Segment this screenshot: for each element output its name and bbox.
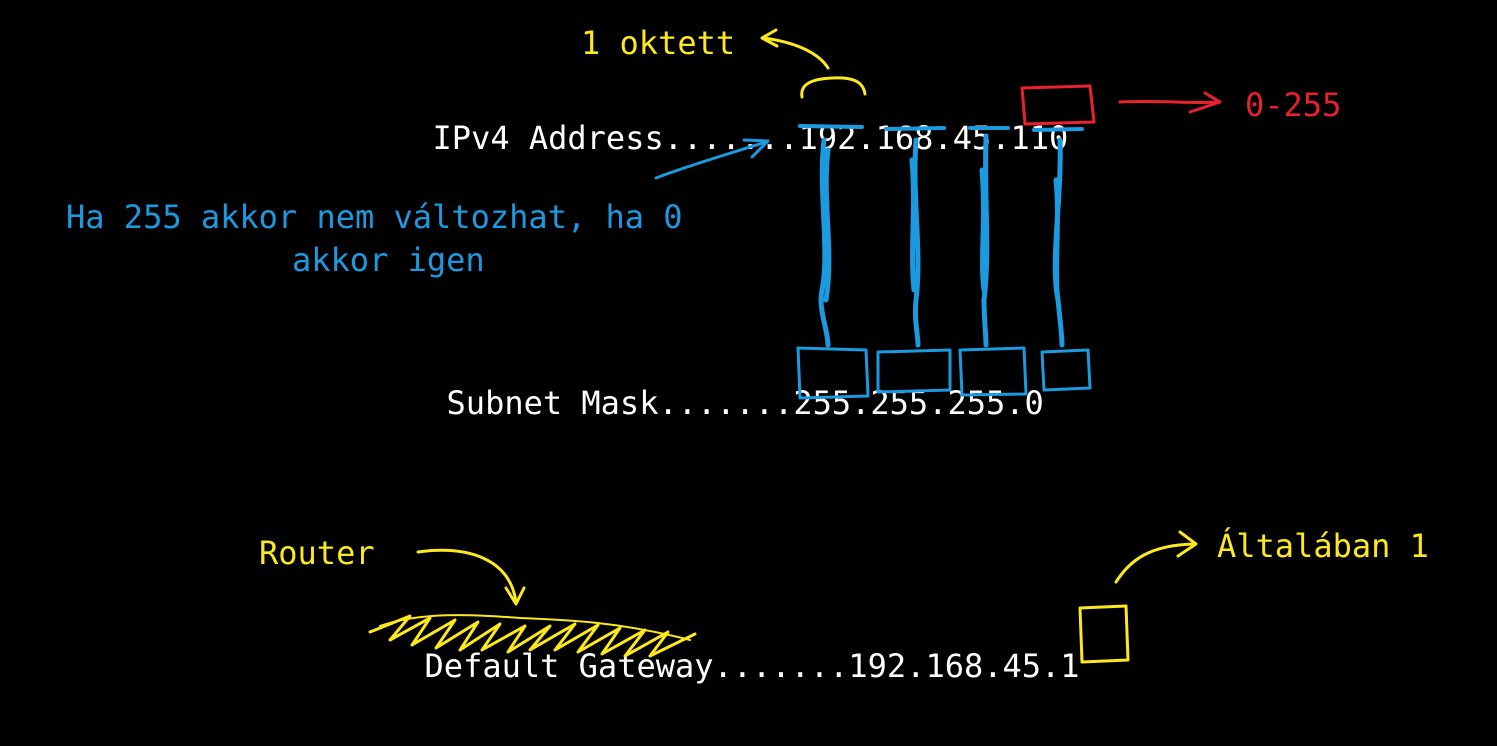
subnet-octet-4-box	[1040, 348, 1092, 392]
ipv4-line: IPv4 Address.......192.168.45.110	[432, 119, 1069, 157]
gateway-label: Default Gateway	[424, 647, 714, 685]
mask-note-line1: Ha 255 akkor nem változhat, ha 0	[66, 198, 683, 236]
gateway-last-octet-box	[1078, 604, 1130, 664]
gateway-octet-4: 1	[1060, 647, 1080, 685]
ipv4-octet-2: 168	[875, 119, 934, 157]
gateway-octet-2: 168	[925, 647, 984, 685]
gateway-dots: .......	[713, 647, 849, 685]
subnet-label: Subnet Mask	[446, 384, 659, 422]
gateway-note-arrow-line	[1114, 542, 1196, 584]
subnet-line: Subnet Mask.......255.255.255.0	[446, 384, 1044, 422]
router-arrowhead-icon	[504, 586, 526, 606]
subnet-octet-1: 255	[793, 384, 852, 422]
gateway-line: Default Gateway.......192.168.45.1	[424, 647, 1080, 685]
gateway-octet-3: 45	[1002, 647, 1042, 685]
ipv4-dots: .......	[663, 119, 799, 157]
octet-4-connector	[1052, 137, 1065, 348]
ipv4-label: IPv4 Address	[432, 119, 664, 157]
range-arrowhead-icon	[1188, 91, 1222, 114]
gateway-octet-1: 192	[848, 647, 907, 685]
ipv4-octet-4: 110	[1010, 119, 1069, 157]
subnet-octet-4: 0	[1024, 384, 1044, 422]
octet-1-connector	[818, 137, 832, 348]
gateway-note: Általában 1	[1217, 527, 1429, 565]
octet-2-connector	[909, 137, 921, 348]
octet-pointer-arrow	[762, 36, 830, 70]
ipv4-octet-3: 45	[952, 119, 992, 157]
range-note: 0-255	[1245, 86, 1342, 124]
subnet-octet-2: 255	[870, 384, 929, 422]
router-note: Router	[259, 534, 375, 572]
gateway-note-arrowhead-icon	[1176, 530, 1198, 558]
router-arrow-line	[416, 548, 518, 604]
subnet-octet-3: 255	[947, 384, 1006, 422]
octet-note: 1 oktett	[581, 24, 736, 62]
mask-note-line2: akkor igen	[292, 241, 485, 279]
subnet-dots: .......	[658, 384, 794, 422]
octet-arrowhead-icon	[760, 28, 779, 48]
range-arrow-line	[1118, 99, 1220, 105]
octet-3-connector	[979, 133, 990, 348]
ipv4-octet-1: 192	[798, 119, 857, 157]
